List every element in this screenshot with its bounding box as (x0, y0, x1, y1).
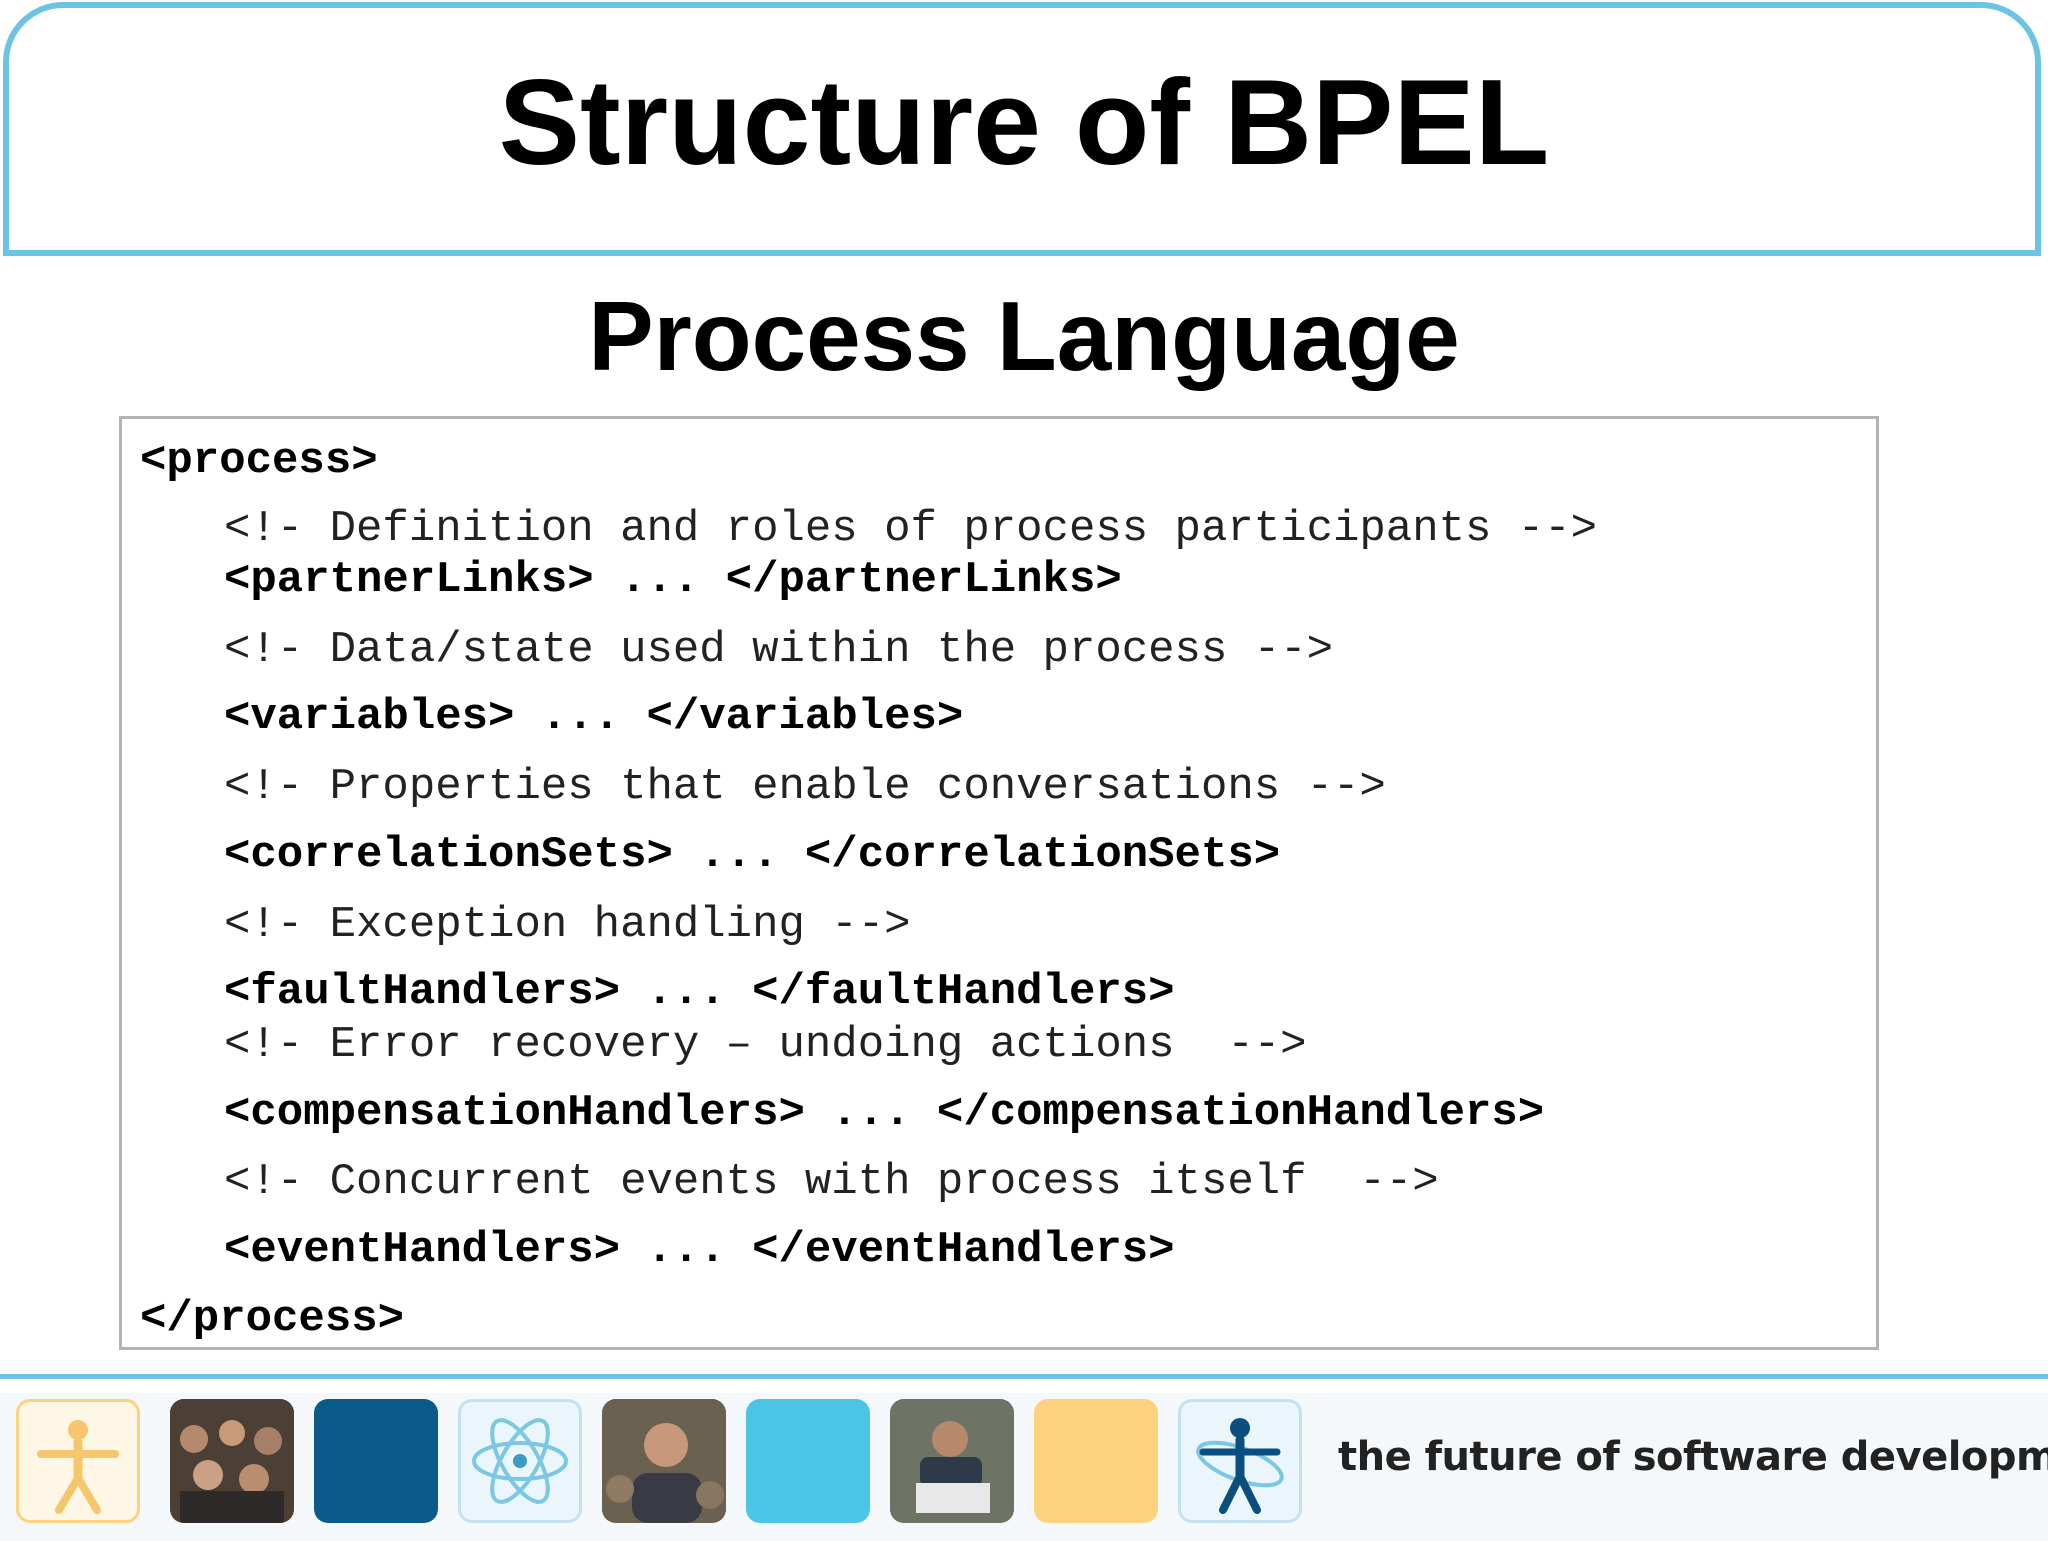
code-comment-variables: <!- Data/state used within the process -… (224, 625, 1333, 675)
footer-banner: the future of software development (0, 1374, 2048, 1541)
audience-photo (170, 1399, 294, 1523)
code-line-process-open: <process> (140, 436, 378, 486)
light-blue-tile (746, 1399, 870, 1523)
speaker-photo (602, 1399, 726, 1523)
page-title: Structure of BPEL (498, 54, 1550, 190)
atom-icon (458, 1399, 582, 1523)
code-line-variables: <variables> ... </variables> (224, 692, 964, 742)
laptop-user-photo (890, 1399, 1014, 1523)
footer-tagline: the future of software development (1338, 1434, 2048, 1480)
yellow-tile (1034, 1399, 1158, 1523)
code-comment-correlation: <!- Properties that enable conversations… (224, 762, 1386, 812)
code-comment-exceptions: <!- Exception handling --> (224, 900, 911, 950)
code-line-partnerlinks: <partnerLinks> ... </partnerLinks> (224, 555, 1122, 605)
slide-subtitle: Process Language (588, 281, 1460, 391)
vitruvian-figure-icon (1178, 1399, 1302, 1523)
code-comment-events: <!- Concurrent events with process itsel… (224, 1157, 1439, 1207)
code-line-compensationhandlers: <compensationHandlers> ... </compensatio… (224, 1088, 1545, 1138)
code-line-eventhandlers: <eventHandlers> ... </eventHandlers> (224, 1225, 1175, 1275)
vitruvian-figure-icon (16, 1399, 140, 1523)
code-line-correlationsets: <correlationSets> ... </correlationSets> (224, 830, 1281, 880)
code-comment-participants: <!- Definition and roles of process part… (224, 504, 1598, 554)
dark-blue-tile (314, 1399, 438, 1523)
code-box: <process> <!- Definition and roles of pr… (119, 416, 1879, 1350)
code-line-process-close: </process> (140, 1294, 405, 1344)
code-comment-compensation: <!- Error recovery – undoing actions --> (224, 1020, 1307, 1070)
code-line-faulthandlers: <faultHandlers> ... </faultHandlers> (224, 967, 1175, 1017)
title-frame (3, 2, 2041, 256)
